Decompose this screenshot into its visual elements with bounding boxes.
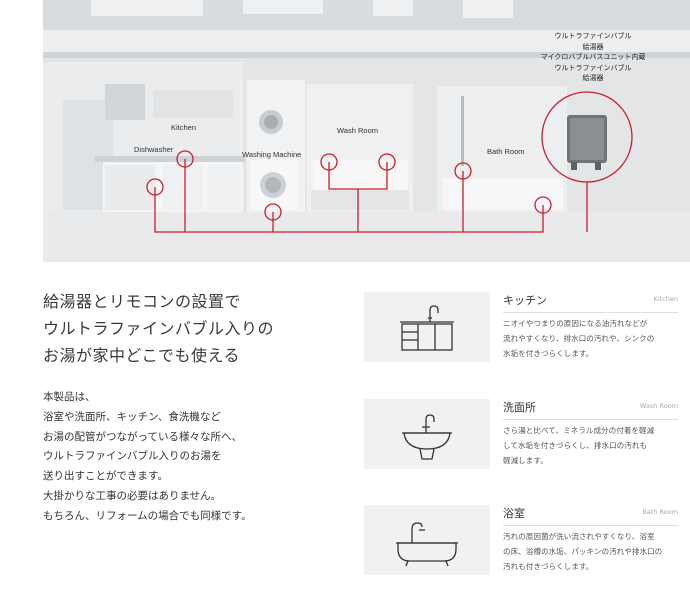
desc-line: 流れやすくなり、排水口の汚れや、シンクの bbox=[503, 333, 655, 343]
feature-title: 浴室 bbox=[503, 507, 525, 520]
feature-en-label: Wash Room bbox=[639, 402, 678, 410]
bathtub-icon bbox=[364, 505, 490, 575]
body-line: お湯の配管がつながっている様々な所へ、 bbox=[43, 430, 242, 443]
body-line: 本製品は、 bbox=[43, 391, 96, 403]
desc-line: さら湯と比べて、ミネラル成分の付着を軽減 bbox=[503, 426, 655, 435]
section-heading: 給湯器とリモコンの設置で ウルトラファインバブル入りの お湯が家中どこでも使える bbox=[43, 288, 343, 369]
caption-line: 給湯器 bbox=[582, 42, 604, 51]
desc-line: 軽減します。 bbox=[503, 455, 548, 465]
feature-kitchen: キッチン Kitchen ニオイやつまりの原因になる油汚れなどが 流れやすくなり… bbox=[364, 290, 684, 370]
feature-bath-room: 浴室 Bath Room 汚れの原因菌が洗い流されやすくなり、浴室 の床、浴槽の… bbox=[364, 503, 684, 583]
caption-line: 給湯器 bbox=[582, 74, 604, 82]
body-line: 大掛かりな工事の必要はありません。 bbox=[43, 489, 222, 502]
desc-line: 汚れも付きづらくします。 bbox=[503, 561, 594, 571]
body-paragraph: 本製品は、 浴室や洗面所、キッチン、食洗機など お湯の配管がつながっている様々な… bbox=[43, 388, 343, 527]
feature-description: ニオイやつまりの原因になる油汚れなどが 流れやすくなり、排水口の汚れや、シンクの… bbox=[503, 317, 681, 361]
label-kitchen: Kitchen bbox=[171, 123, 197, 132]
feature-divider bbox=[503, 312, 678, 313]
water-heater-caption: ウルトラファインバブル 給湯器 マイクロバブルバスユニット内蔵 ウルトラファイン… bbox=[528, 31, 658, 84]
caption-line: マイクロバブルバスユニット内蔵 bbox=[540, 53, 646, 61]
body-line: もちろん、リフォームの場合でも同様です。 bbox=[43, 509, 252, 522]
feature-title: 洗面所 bbox=[503, 401, 536, 414]
feature-divider bbox=[503, 419, 678, 420]
label-dishwasher: Dishwasher bbox=[134, 145, 174, 154]
caption-line: ウルトラファインバブル bbox=[554, 32, 632, 40]
desc-line: 汚れの原因菌が洗い流されやすくなり、浴室 bbox=[503, 532, 655, 541]
feature-title: キッチン bbox=[503, 294, 547, 307]
label-washing-machine: Washing Machine bbox=[242, 150, 302, 159]
feature-description: さら湯と比べて、ミネラル成分の付着を軽減 して水垢を付きづらくし、排水口の汚れも… bbox=[503, 424, 681, 468]
feature-description: 汚れの原因菌が洗い流されやすくなり、浴室 の床、浴槽の水垢、パッキンの汚れや排水… bbox=[503, 530, 681, 574]
feature-en-label: Bath Room bbox=[642, 508, 678, 516]
caption-line: ウルトラファインバブル bbox=[554, 63, 632, 72]
body-line: 送り出すことができます。 bbox=[43, 470, 168, 483]
washbasin-icon bbox=[364, 399, 490, 469]
heading-line: ウルトラファインバブル入りの bbox=[43, 319, 275, 338]
desc-line: ニオイやつまりの原因になる油汚れなどが bbox=[503, 319, 648, 328]
feature-en-label: Kitchen bbox=[653, 295, 678, 303]
label-wash-room: Wash Room bbox=[337, 126, 378, 135]
feature-divider bbox=[503, 525, 678, 526]
label-bath-room: Bath Room bbox=[487, 147, 525, 156]
kitchen-icon bbox=[364, 292, 490, 362]
body-line: ウルトラファインバブル入りのお湯を bbox=[43, 450, 222, 463]
feature-wash-room: 洗面所 Wash Room さら湯と比べて、ミネラル成分の付着を軽減 して水垢を… bbox=[364, 397, 684, 477]
body-line: 浴室や洗面所、キッチン、食洗機など bbox=[43, 410, 221, 423]
heading-line: 給湯器とリモコンの設置で bbox=[43, 292, 242, 311]
desc-line: して水垢を付きづらくし、排水口の汚れも bbox=[503, 440, 648, 450]
desc-line: の床、浴槽の水垢、パッキンの汚れや排水口の bbox=[503, 546, 663, 556]
house-cross-section-illustration bbox=[43, 0, 690, 262]
heading-line: お湯が家中どこでも使える bbox=[43, 346, 241, 365]
desc-line: 水垢を付きづらくします。 bbox=[503, 348, 594, 358]
